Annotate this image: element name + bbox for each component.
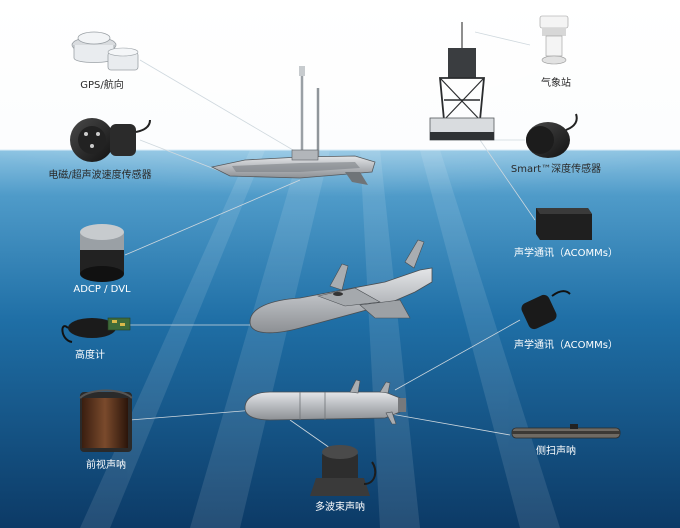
surface-vessel-icon [210,66,376,185]
acoustic-transducer-icon [521,290,571,330]
label-em-speed-sensor: 电磁/超声波速度传感器 [48,170,152,181]
label-weather-station: 气象站 [541,78,571,89]
label-multibeam-sonar: 多波束声呐 [315,502,365,513]
label-gps: GPS/航向 [80,80,124,91]
auv-glider-icon [249,239,433,334]
label-acomms-2: 声学通讯（ACOMMs） [514,340,618,351]
depth-sensor-icon [526,113,578,158]
label-acomms-1: 声学通讯（ACOMMs） [514,248,618,259]
label-altimeter: 高度计 [75,350,105,361]
speed-sensor-icon [70,118,151,162]
forward-sonar-icon [79,389,133,452]
adcp-dvl-icon [80,224,124,282]
label-adcp-dvl: ADCP / DVL [73,284,131,295]
label-depth-sensor: Smart™深度传感器 [510,164,602,175]
auv-torpedo-icon [244,379,406,425]
label-side-scan-sonar: 侧扫声呐 [536,446,576,457]
weather-station-icon [539,15,569,65]
label-forward-sonar: 前视声呐 [86,460,126,471]
side-scan-sonar-icon [511,424,621,439]
buoy-tower-icon [429,22,495,141]
gps-antenna-icon [71,31,139,71]
acoustic-modem-icon [536,208,592,240]
altimeter-icon [61,317,131,343]
multibeam-sonar-icon [310,445,377,496]
